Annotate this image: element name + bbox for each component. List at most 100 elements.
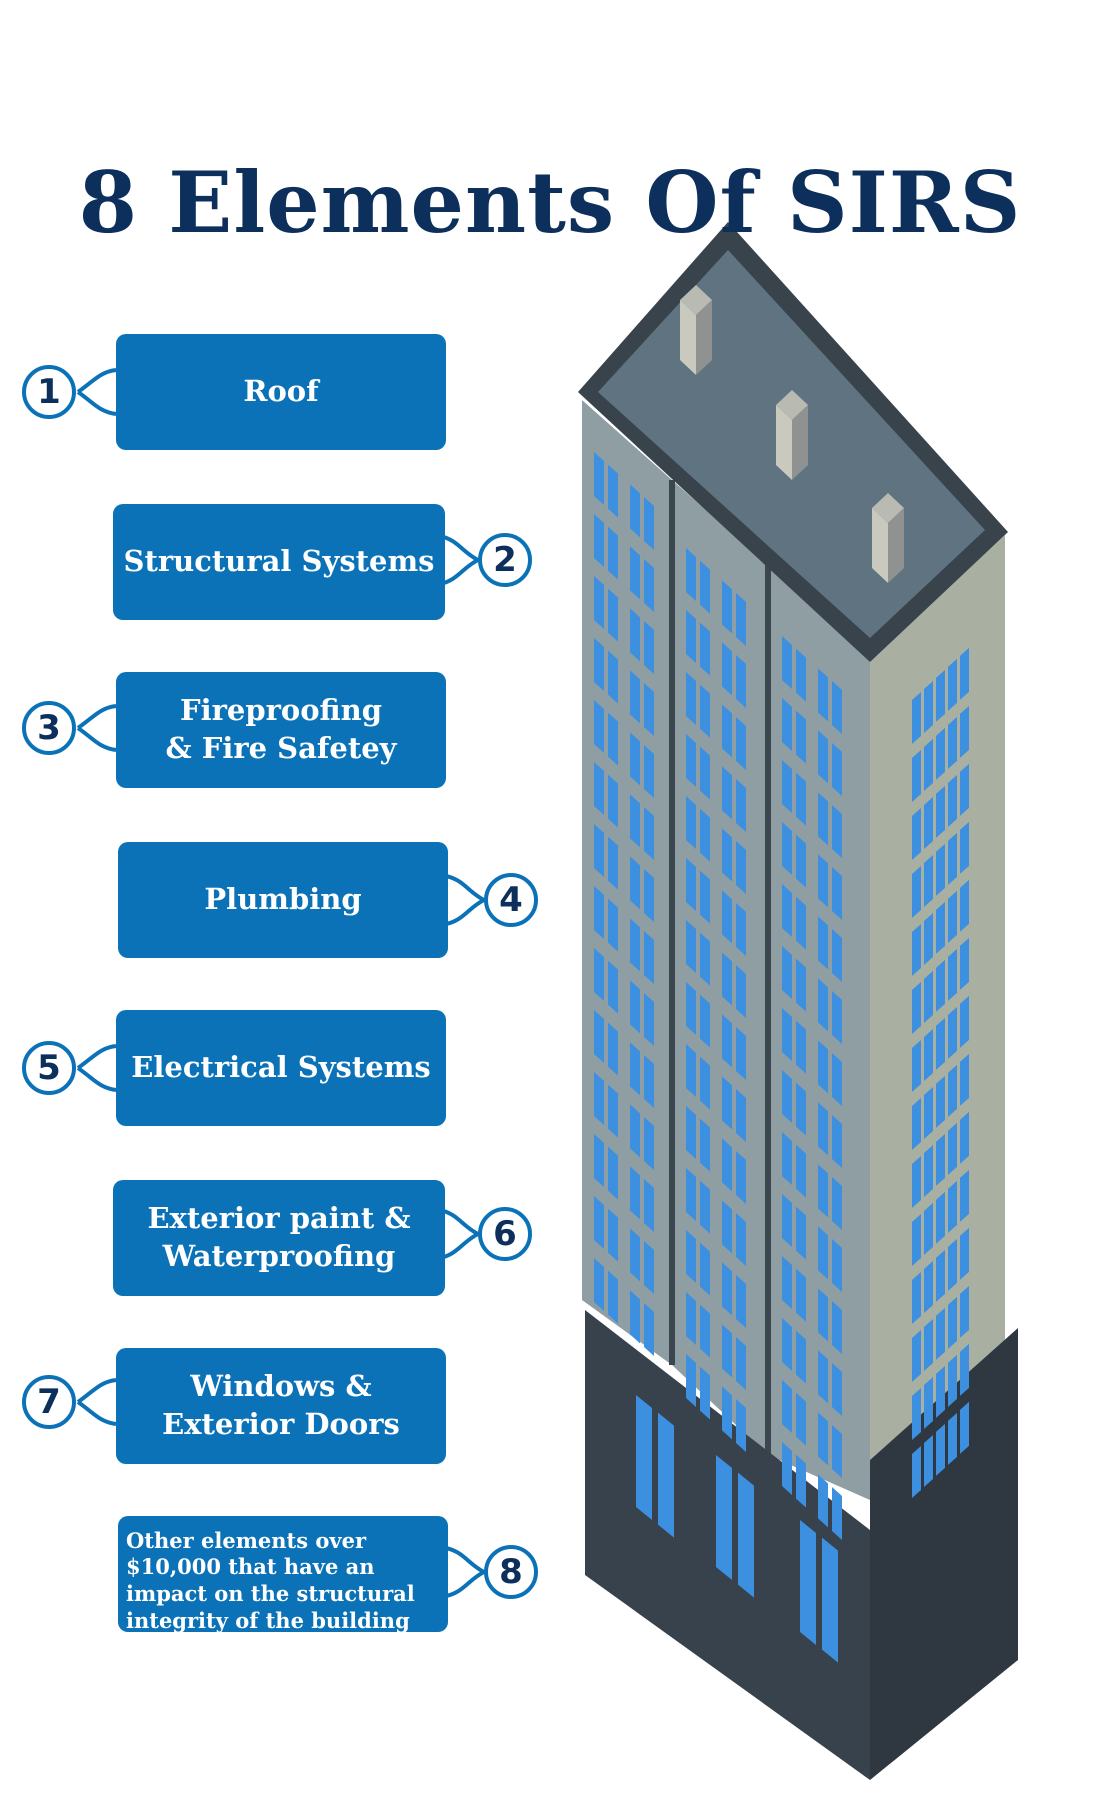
window-pane — [948, 1412, 957, 1465]
window-pane — [686, 734, 696, 787]
window-pane — [936, 843, 945, 896]
window-pane — [912, 1388, 921, 1440]
window-pane — [782, 1132, 792, 1185]
window-pane — [630, 608, 640, 662]
window-pane — [608, 464, 618, 518]
element-label-line: Waterproofing — [162, 1239, 396, 1273]
door-pane — [658, 1412, 674, 1538]
window-pane — [686, 1354, 696, 1407]
window-pane — [948, 1006, 957, 1059]
connector-2b — [439, 558, 479, 586]
window-pane — [686, 982, 696, 1035]
window-pane — [936, 901, 945, 954]
window-pane — [630, 484, 640, 538]
window-pane — [722, 1138, 732, 1192]
window-pane — [796, 1454, 806, 1508]
connector-5 — [76, 1044, 117, 1070]
window-pane — [594, 1134, 604, 1187]
window-pane — [594, 762, 604, 815]
window-pane — [912, 1330, 921, 1382]
connector-2 — [439, 534, 479, 562]
window-pane — [722, 1386, 732, 1440]
window-pane — [630, 732, 640, 786]
connector-6b — [439, 1232, 479, 1260]
window-pane — [630, 546, 640, 600]
window-pane — [608, 1270, 618, 1324]
number-badge-2: 2 — [478, 533, 532, 587]
window-pane — [686, 610, 696, 663]
window-pane — [686, 1168, 696, 1221]
window-pane — [960, 1227, 969, 1280]
window-pane — [700, 622, 710, 676]
window-pane — [686, 672, 696, 725]
window-pane — [594, 824, 604, 877]
connector-1b — [76, 390, 117, 416]
roof-vent-1 — [680, 285, 712, 375]
window-pane — [686, 796, 696, 849]
window-pane — [736, 1399, 746, 1452]
window-pane — [960, 1169, 969, 1222]
window-pane — [948, 890, 957, 943]
window-pane — [608, 898, 618, 952]
window-pane — [722, 828, 732, 882]
window-pane — [608, 650, 618, 704]
window-pane — [700, 1118, 710, 1172]
window-pane — [832, 1363, 842, 1416]
window-pane — [832, 681, 842, 734]
window-pane — [924, 1318, 933, 1371]
window-pane — [936, 1423, 945, 1476]
connector-7 — [76, 1378, 117, 1404]
element-label-line: $10,000 that have an — [126, 1554, 375, 1580]
window-pane — [912, 982, 921, 1034]
window-pane — [796, 1206, 806, 1260]
window-pane — [832, 929, 842, 982]
number-badge-5: 5 — [22, 1041, 76, 1095]
building-side-base — [870, 1328, 1018, 1780]
window-pane — [796, 958, 806, 1012]
element-box-exterior-paint: Exterior paint & Waterproofing — [113, 1180, 445, 1296]
window-pane — [818, 668, 828, 722]
element-label-line: impact on the structural — [126, 1581, 415, 1606]
window-pane — [644, 559, 654, 612]
window-pane — [700, 994, 710, 1048]
window-pane — [782, 946, 792, 999]
window-pane — [832, 1425, 842, 1478]
window-pane — [832, 805, 842, 858]
element-box-windows-doors: Windows & Exterior Doors — [116, 1348, 446, 1464]
window-pane — [686, 1230, 696, 1283]
window-pane — [818, 1474, 828, 1528]
window-pane — [818, 1412, 828, 1466]
window-pane — [736, 655, 746, 708]
window-pane — [936, 1017, 945, 1070]
window-pane — [686, 858, 696, 911]
window-pane — [960, 879, 969, 932]
number-badge-7: 7 — [22, 1375, 76, 1429]
window-pane — [722, 1324, 732, 1378]
window-pane — [736, 1337, 746, 1390]
window-pane — [924, 1086, 933, 1139]
window-pane — [722, 1262, 732, 1316]
window-pane — [736, 1027, 746, 1080]
element-label-line: Electrical Systems — [131, 1050, 431, 1085]
window-pane — [608, 1208, 618, 1262]
window-pane — [832, 743, 842, 796]
roof-vent-2 — [776, 390, 808, 480]
number-badge-1: 1 — [22, 365, 76, 419]
window-pane — [948, 1296, 957, 1349]
window-pane — [796, 1392, 806, 1446]
window-pane — [782, 760, 792, 813]
element-label-line: Roof — [243, 374, 319, 409]
window-pane — [686, 1106, 696, 1159]
window-pane — [796, 834, 806, 888]
number-badge-6: 6 — [478, 1207, 532, 1261]
element-label-line: Other elements over — [126, 1527, 367, 1553]
window-pane — [700, 1180, 710, 1234]
connector-4 — [445, 874, 485, 902]
window-pane — [644, 869, 654, 922]
window-pane — [924, 1028, 933, 1081]
window-pane — [722, 1200, 732, 1254]
window-pane — [594, 576, 604, 629]
window-pane — [924, 1202, 933, 1255]
window-pane — [630, 1166, 640, 1220]
window-pane — [912, 1446, 921, 1498]
